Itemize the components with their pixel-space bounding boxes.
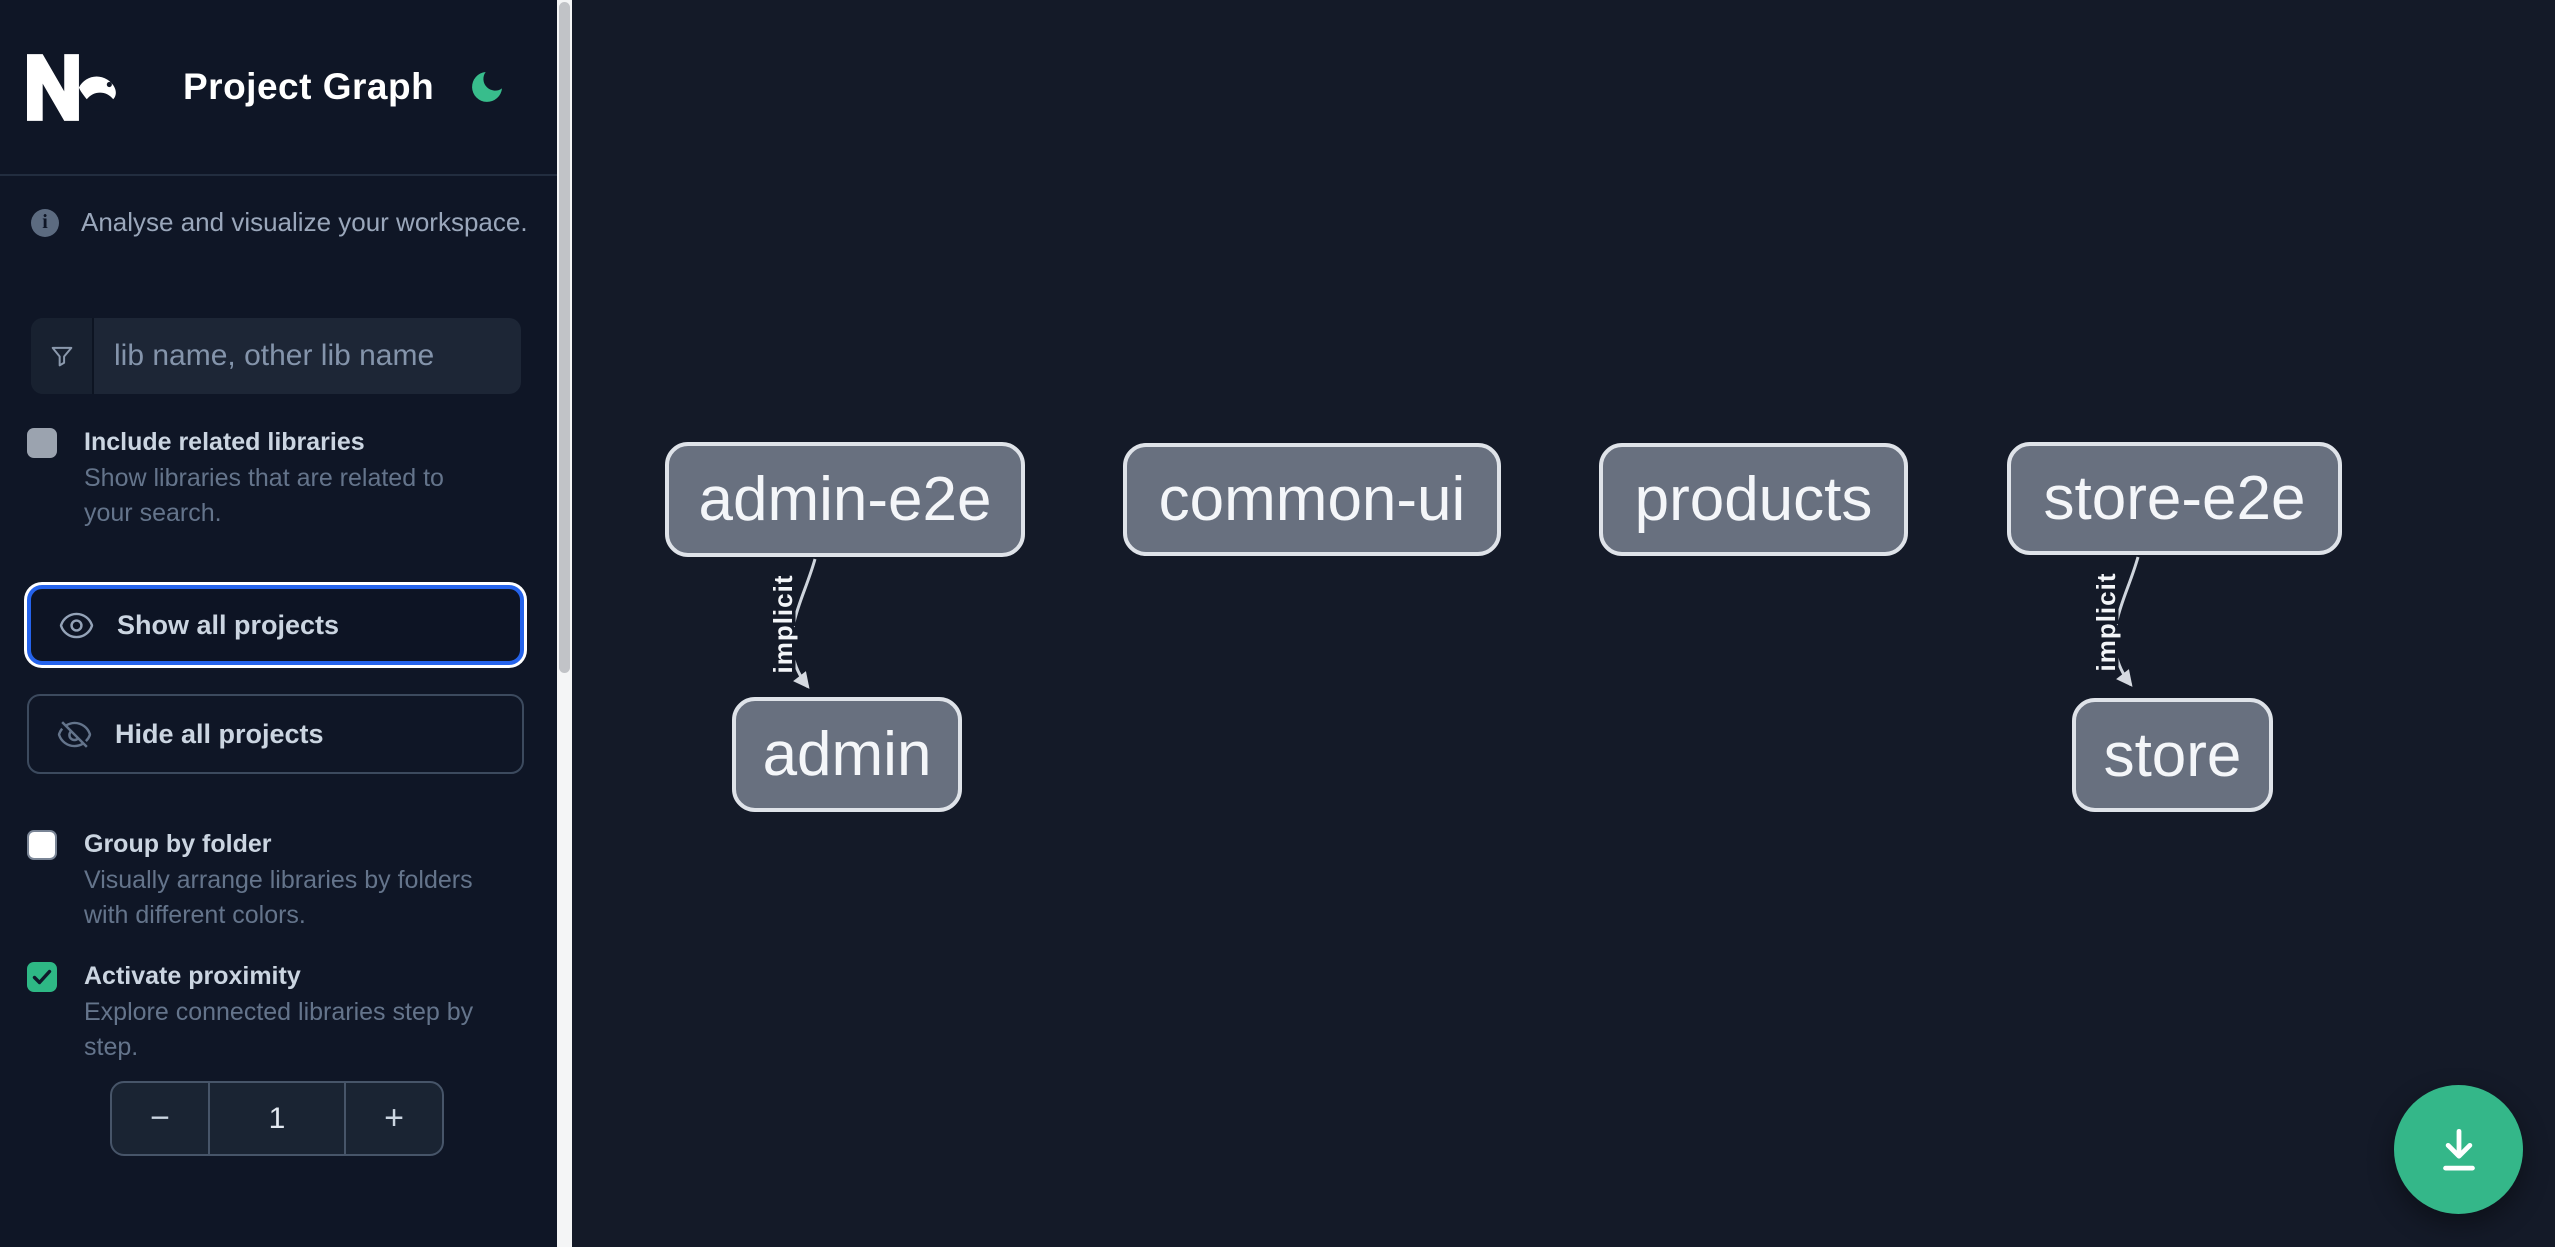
eye-icon — [59, 612, 94, 638]
download-graph-button[interactable] — [2394, 1085, 2523, 1214]
info-text: Analyse and visualize your workspace. — [81, 207, 528, 237]
option-label: Group by folder — [84, 830, 272, 858]
option-group-by-folder: Group by folder Visually arrange librari… — [27, 827, 557, 933]
show-all-projects-button[interactable]: Show all projects — [27, 585, 524, 665]
show-all-projects-label: Show all projects — [117, 609, 340, 640]
theme-toggle-button[interactable] — [467, 67, 507, 107]
stepper-value: 1 — [208, 1083, 346, 1154]
decrement-button[interactable]: − — [112, 1083, 208, 1154]
graph-canvas[interactable]: implicit implicit admin-e2e common-ui pr… — [572, 0, 2555, 1247]
option-description: Visually arrange libraries by folders wi… — [84, 866, 473, 929]
info-icon: i — [31, 208, 59, 237]
search-input[interactable] — [94, 318, 521, 394]
moon-icon — [472, 72, 502, 102]
increment-button[interactable]: + — [346, 1083, 442, 1154]
graph-node-store[interactable]: store — [2072, 698, 2273, 812]
page-title: Project Graph — [183, 66, 435, 107]
proximity-depth-stepper: − 1 + — [110, 1081, 444, 1156]
graph-node-common-ui[interactable]: common-ui — [1123, 443, 1501, 556]
checkbox-group-by-folder[interactable] — [27, 830, 57, 860]
hide-all-projects-label: Hide all projects — [115, 718, 324, 749]
graph-node-admin-e2e[interactable]: admin-e2e — [665, 442, 1025, 557]
download-icon — [2442, 1128, 2475, 1171]
edge-label: implicit — [768, 574, 798, 673]
sidebar-header: Project Graph — [0, 0, 557, 176]
check-icon — [32, 969, 52, 985]
sidebar-scrollbar-track — [557, 0, 572, 1247]
option-label: Include related libraries — [84, 428, 365, 456]
graph-node-store-e2e[interactable]: store-e2e — [2007, 442, 2342, 555]
option-activate-proximity: Activate proximity Explore connected lib… — [27, 959, 557, 1065]
eye-off-icon — [57, 720, 92, 748]
option-description: Show libraries that are related to your … — [84, 464, 444, 527]
graph-edges: implicit implicit — [765, 556, 2140, 689]
edge-implicit-store-e2e-to-store[interactable] — [2113, 556, 2140, 687]
edge-label: implicit — [2091, 572, 2121, 671]
workspace-info-row: i Analyse and visualize your workspace. — [31, 207, 530, 238]
option-include-related: Include related libraries Show libraries… — [27, 425, 557, 531]
option-description: Explore connected libraries step by step… — [84, 998, 474, 1061]
graph-node-admin[interactable]: admin — [732, 697, 962, 812]
nx-logo — [27, 53, 116, 121]
checkbox-include-related-libraries[interactable] — [27, 428, 57, 458]
hide-all-projects-button[interactable]: Hide all projects — [27, 694, 524, 774]
checkbox-activate-proximity[interactable] — [27, 962, 57, 992]
sidebar-scrollbar-thumb[interactable] — [559, 2, 570, 673]
edge-implicit-admin-e2e-to-admin[interactable] — [790, 558, 817, 689]
option-label: Activate proximity — [84, 962, 301, 990]
search-box — [31, 318, 521, 394]
filter-icon — [31, 318, 94, 394]
sidebar: Project Graph i Analyse and visualize yo… — [0, 0, 557, 1247]
graph-node-products[interactable]: products — [1599, 443, 1908, 556]
